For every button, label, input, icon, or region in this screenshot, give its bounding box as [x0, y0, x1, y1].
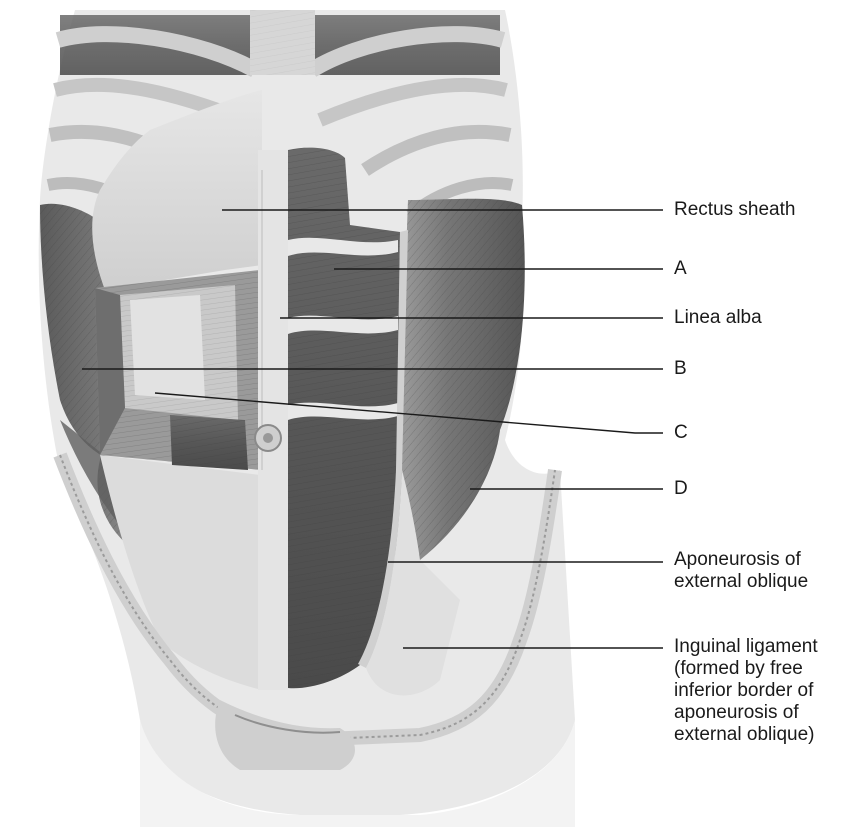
leader-line-c [154, 392, 663, 434]
label-line: (formed by free [674, 658, 803, 679]
label-line: inferior border of [674, 680, 814, 701]
label-line: external oblique [674, 571, 809, 592]
rectus-abdominis [288, 147, 400, 689]
rib-cage [46, 10, 514, 220]
umbilicus [254, 424, 282, 452]
label-line: external oblique) [674, 724, 815, 745]
label-line: Aponeurosis of [674, 549, 801, 570]
label-linea-alba: Linea alba [674, 307, 762, 328]
label-d: D [674, 478, 688, 499]
label-line: aponeurosis of [674, 702, 799, 723]
leader-lines [82, 209, 663, 649]
label-aponeurosis-external-oblique: Aponeurosis of external oblique [674, 549, 808, 593]
label-b: B [674, 358, 687, 379]
label-line: Inguinal ligament [674, 636, 818, 657]
label-a: A [674, 258, 687, 279]
label-inguinal-ligament: Inguinal ligament (formed by free inferi… [674, 636, 818, 746]
label-c: C [674, 422, 688, 443]
label-rectus-sheath: Rectus sheath [674, 199, 796, 220]
